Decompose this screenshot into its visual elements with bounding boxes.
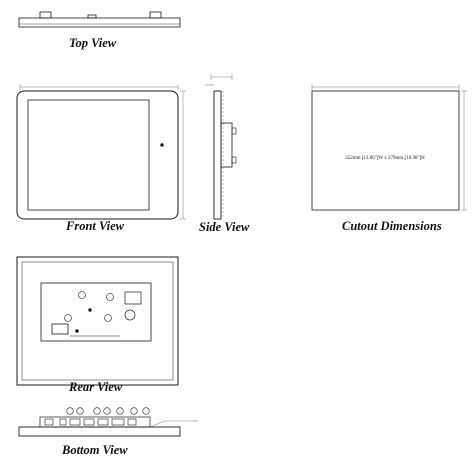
cutout-view bbox=[311, 84, 467, 211]
caption-bottom-view: Bottom View bbox=[62, 443, 128, 457]
caption-rear-view: Rear View bbox=[69, 380, 123, 394]
front-view bbox=[16, 84, 186, 220]
caption-cutout-dimensions: Cutout Dimensions bbox=[342, 219, 442, 233]
rear-mainboard-cover bbox=[40, 282, 152, 342]
side-panel bbox=[213, 90, 222, 220]
bottom-port-6 bbox=[111, 418, 125, 426]
bottom-port-5 bbox=[97, 418, 109, 426]
caption-side-view: Side View bbox=[199, 220, 250, 234]
bottom-port-1 bbox=[44, 418, 54, 426]
side-bracket-upper bbox=[231, 127, 237, 135]
bottom-port-7 bbox=[127, 418, 137, 426]
bottom-io-panel bbox=[39, 416, 151, 428]
bottom-port-2 bbox=[59, 418, 67, 426]
top-view-connector-right bbox=[149, 11, 162, 19]
bottom-callout-2 bbox=[76, 407, 84, 415]
bottom-callout-7 bbox=[142, 407, 150, 415]
cutout-spec-label: 352mm [13.86"]W x 279mm [10.98"]H bbox=[345, 156, 425, 161]
rear-callout-2 bbox=[106, 293, 114, 301]
top-view-connector-mid bbox=[87, 14, 97, 19]
side-rear-housing bbox=[220, 122, 233, 168]
bottom-callout-4 bbox=[103, 407, 111, 415]
side-bracket-lower bbox=[231, 156, 237, 164]
bottom-callout-1 bbox=[66, 407, 74, 415]
bottom-port-3 bbox=[69, 418, 81, 426]
side-view bbox=[205, 74, 237, 220]
rear-callout-4 bbox=[104, 314, 112, 322]
rear-frame bbox=[16, 256, 179, 386]
rear-frame-inner bbox=[21, 261, 174, 381]
bottom-port-4 bbox=[83, 418, 95, 426]
bottom-callout-5 bbox=[116, 407, 124, 415]
bottom-view bbox=[18, 407, 198, 437]
bottom-view-outline bbox=[18, 426, 181, 437]
top-view bbox=[18, 11, 181, 28]
rear-connector-block bbox=[51, 323, 69, 335]
rear-fan-vent bbox=[124, 309, 136, 321]
bottom-callout-3 bbox=[93, 407, 101, 415]
front-screen bbox=[27, 99, 150, 211]
rear-callout-3 bbox=[64, 314, 72, 322]
caption-top-view: Top View bbox=[69, 36, 117, 50]
front-bezel bbox=[16, 90, 179, 220]
rear-view bbox=[16, 256, 179, 386]
caption-front-view: Front View bbox=[66, 219, 125, 233]
bottom-callout-6 bbox=[130, 407, 138, 415]
bottom-leader-line bbox=[149, 420, 166, 428]
top-view-connector-left bbox=[39, 11, 52, 19]
rear-heatsink bbox=[124, 291, 142, 305]
top-view-outline bbox=[18, 17, 181, 28]
power-led-indicator bbox=[160, 143, 164, 147]
rear-callout-1 bbox=[78, 291, 86, 299]
cutout-outline bbox=[311, 90, 460, 211]
